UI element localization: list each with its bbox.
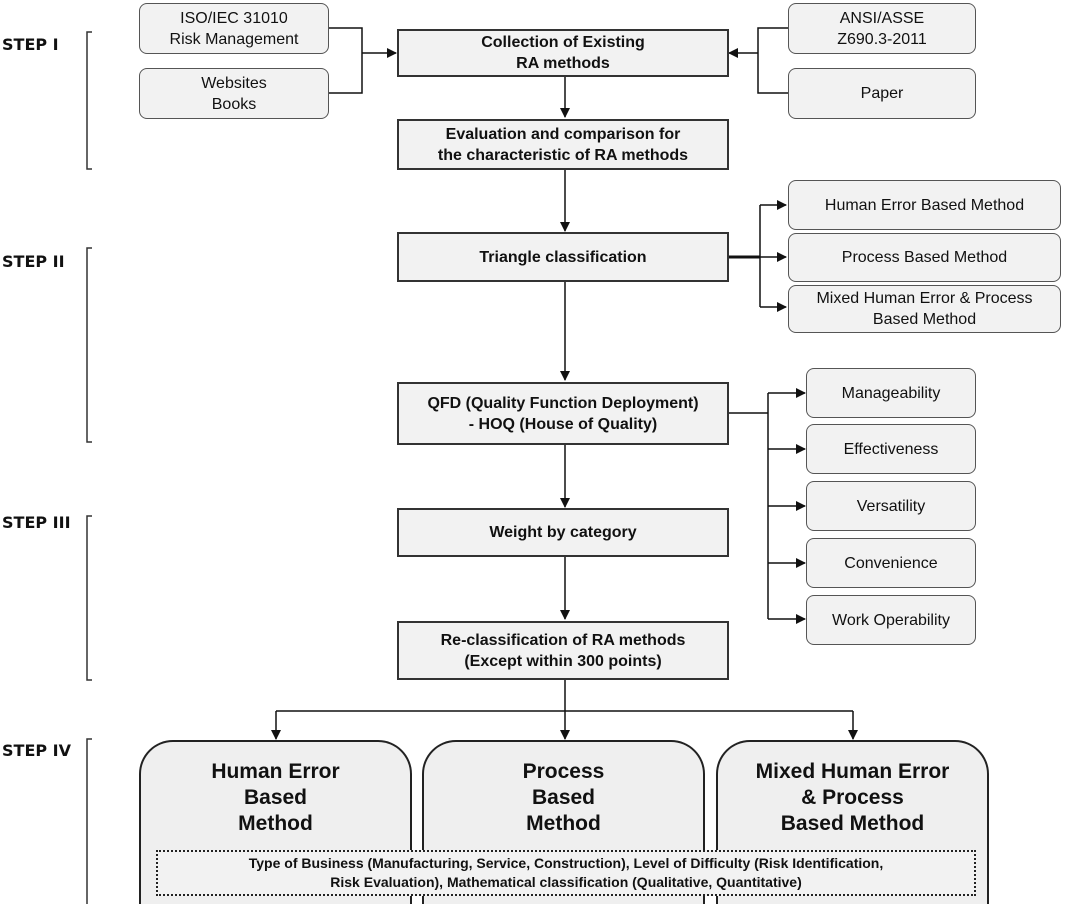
mixed-method-box: Mixed Human Error & Process Based Method (788, 285, 1061, 333)
evaluation-box: Evaluation and comparison for the charac… (397, 119, 729, 170)
step-3-bracket (86, 515, 92, 681)
web-connector (329, 53, 363, 94)
criterion-versatility: Versatility (806, 481, 976, 531)
iso-connector (329, 27, 363, 53)
collection-box: Collection of Existing RA methods (397, 29, 729, 77)
source-iso-31010: ISO/IEC 31010 Risk Management (139, 3, 329, 54)
step-4-bracket (86, 738, 92, 904)
step-1-label: STEP I (2, 35, 59, 54)
qfd-box: QFD (Quality Function Deployment) - HOQ … (397, 382, 729, 445)
source-websites-books: Websites Books (139, 68, 329, 119)
step-3-label: STEP III (2, 513, 71, 532)
source-ansi-asse: ANSI/ASSE Z690.3-2011 (788, 3, 976, 54)
step-2-bracket (86, 247, 92, 443)
criterion-manageability: Manageability (806, 368, 976, 418)
step-2-label: STEP II (2, 252, 65, 271)
paper-connector (757, 53, 788, 94)
step-1-bracket (86, 31, 92, 170)
source-paper: Paper (788, 68, 976, 119)
criterion-convenience: Convenience (806, 538, 976, 588)
weight-by-category-box: Weight by category (397, 508, 729, 557)
step-4-label: STEP IV (2, 741, 71, 760)
ansi-connector (757, 27, 788, 53)
human-error-based-method-box: Human Error Based Method (788, 180, 1061, 230)
process-based-method-box: Process Based Method (788, 233, 1061, 282)
reclassification-box: Re-classification of RA methods (Except … (397, 621, 729, 680)
criterion-effectiveness: Effectiveness (806, 424, 976, 474)
classification-note: Type of Business (Manufacturing, Service… (156, 850, 976, 896)
criterion-work-operability: Work Operability (806, 595, 976, 645)
triangle-classification-box: Triangle classification (397, 232, 729, 282)
